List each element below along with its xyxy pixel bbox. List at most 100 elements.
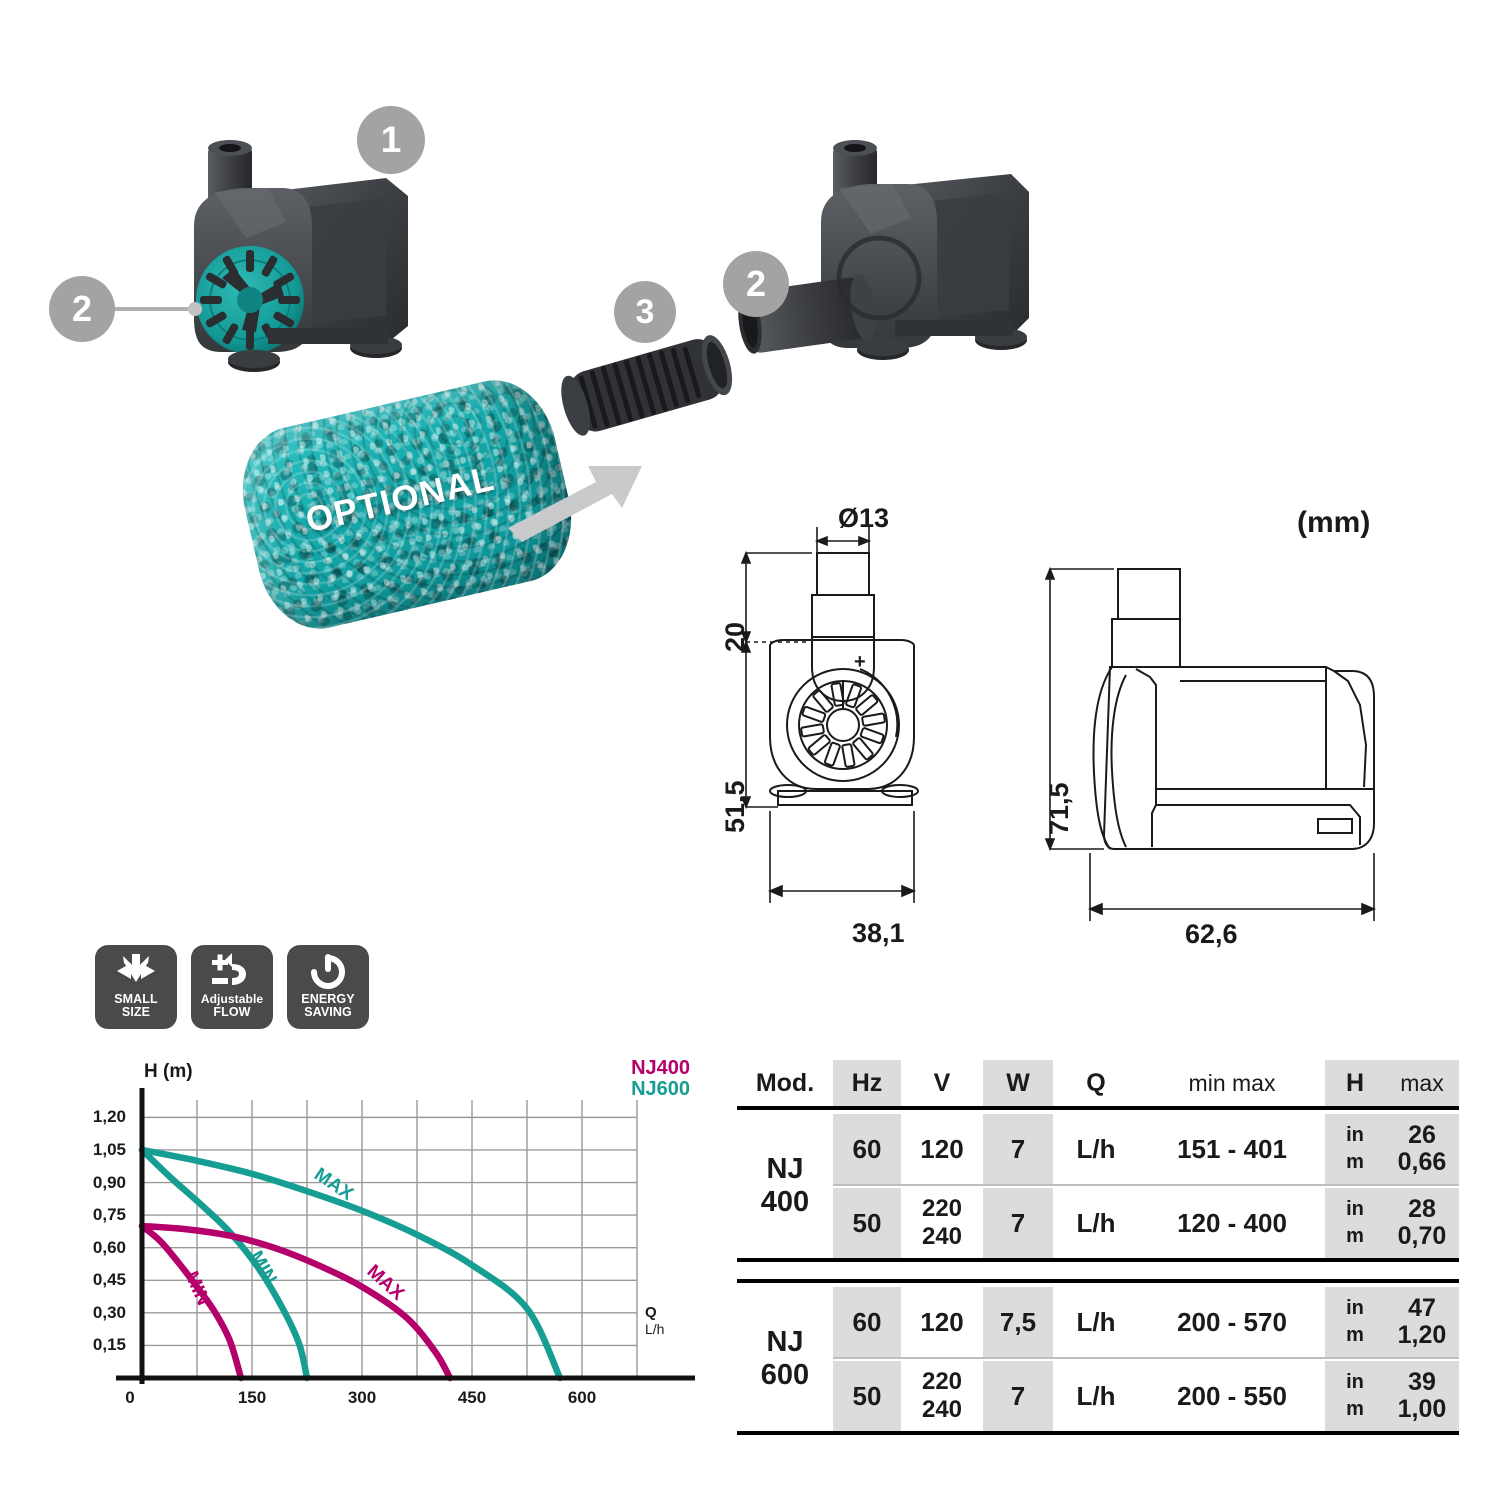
cell-hz: 60 [833,1287,901,1358]
cell-w: 7 [983,1361,1053,1433]
table-rule-header [737,1106,1459,1114]
cell-q: L/h [1076,1380,1116,1411]
model-nj600-line1: NJ [766,1326,804,1358]
chart-y-tick: 0,75 [92,1205,126,1225]
svg-text:+: + [854,651,866,673]
cell-h-values: 26 0,66 [1385,1114,1459,1185]
h-unit-m: m [1346,1151,1364,1173]
assembly-arrow-icon [508,466,642,542]
chart-x-axis-title: Q L/h [645,1304,665,1338]
h-val-in: 47 [1408,1294,1436,1322]
badge-small-size-line1: SMALL [114,992,158,1006]
cell-h-units: in m [1325,1361,1385,1433]
front-view-drawing: + [740,527,919,903]
dim-front-width: 38,1 [852,918,905,948]
callout-2-right: 2 [723,251,789,317]
model-nj400: NJ 400 [737,1114,833,1260]
h-val-m: 1,00 [1397,1395,1447,1423]
cell-v: 120 [920,1306,964,1337]
chart-x-tick: 300 [347,1388,377,1407]
cell-h-values: 28 0,70 [1385,1188,1459,1260]
chart-x-tick: 450 [457,1388,487,1407]
cell-h-units: in m [1325,1114,1385,1185]
v-220: 220 [921,1195,963,1222]
badge-energy-saving-line2: SAVING [304,1004,352,1019]
th-w: W [983,1060,1053,1108]
h-unit-in: in [1346,1371,1364,1393]
adjustable-flow-icon [208,951,256,993]
cell-q: L/h [1076,1207,1116,1238]
badge-adjustable-flow-line2: FLOW [213,1004,251,1019]
callout-3: 3 [614,281,676,343]
badge-adjustable-flow-line1: Adjustable [200,992,264,1006]
cell-range: 200 - 570 [1177,1306,1287,1337]
callout-3-label: 3 [635,292,655,331]
pump-photo-right [738,140,1029,360]
small-size-icon [113,951,159,993]
chart-legend: NJ400 NJ600 [631,1058,690,1100]
th-max: max [1385,1060,1459,1108]
model-nj600-line2: 600 [760,1359,810,1391]
legend-nj600: NJ600 [631,1078,690,1100]
table-row: NJ 600 60 120 7,5 L/h 200 - 570 in m 47 … [737,1287,1459,1391]
cell-v: 120 [920,1133,964,1164]
energy-saving-icon [308,951,348,993]
chart-y-tick: 0,90 [92,1172,126,1192]
cell-w: 7 [983,1114,1053,1185]
table-rule-bottom [737,1431,1459,1439]
dim-diameter: Ø13 [838,503,890,533]
chart-x-axis-symbol: Q [645,1304,657,1321]
callout-2-left-label: 2 [71,288,93,329]
table-gap [737,1266,1459,1281]
chart-y-tick: 1,20 [92,1107,126,1127]
callout-2-leader-dot [188,302,202,316]
h-unit-m: m [1346,1398,1364,1420]
badge-small-size[interactable]: SMALL SIZE [95,945,177,1029]
th-v: V [933,1068,951,1097]
callout-1-label: 1 [380,119,402,160]
spec-table: Mod. Hz V W Q min max H max NJ 400 60 12… [737,1060,1459,1439]
v-220: 220 [921,1368,963,1395]
prefilter-photo [561,335,733,436]
model-nj600: NJ 600 [737,1287,833,1433]
h-val-m: 0,70 [1397,1222,1447,1250]
table-row: 50 220 240 7 L/h 200 - 550 in m 39 1,00 [737,1361,1459,1433]
table-rule-inner2 [833,1357,1459,1361]
chart-x-tick: 0 [125,1388,135,1407]
chart-x-axis-unit: L/h [645,1321,665,1337]
h-val-in: 28 [1408,1195,1436,1223]
units-label: (mm) [1297,506,1371,539]
cell-hz: 50 [833,1361,901,1433]
badge-adjustable-flow[interactable]: Adjustable FLOW [191,945,273,1029]
h-unit-in: in [1346,1297,1364,1319]
callout-2-right-label: 2 [745,263,767,304]
table-rule-inner [833,1184,1459,1188]
th-minmax: min max [1188,1069,1276,1096]
th-h: H [1325,1060,1385,1108]
model-nj400-line2: 400 [760,1186,810,1218]
h-val-in: 39 [1408,1368,1436,1396]
h-val-in: 26 [1408,1121,1436,1149]
chart-x-tick: 600 [567,1388,597,1407]
h-unit-m: m [1346,1225,1364,1247]
badge-energy-saving[interactable]: ENERGY SAVING [287,945,369,1029]
cell-w: 7 [983,1188,1053,1260]
chart-y-tick: 1,05 [92,1139,126,1159]
chart-y-tick: 0,15 [92,1335,126,1355]
table-rule-group [737,1258,1459,1266]
badge-energy-saving-line1: ENERGY [301,992,355,1006]
cell-range: 200 - 550 [1177,1380,1287,1411]
cell-h-values: 39 1,00 [1385,1361,1459,1433]
h-unit-in: in [1346,1198,1364,1220]
h-unit-in: in [1346,1124,1364,1146]
cell-v: 220 240 [901,1361,983,1433]
chart-x-tick: 150 [237,1388,267,1407]
cell-range: 120 - 400 [1177,1207,1287,1238]
model-nj400-line1: NJ [766,1153,804,1185]
table-row: 50 220 240 7 L/h 120 - 400 in m 28 0,70 [737,1188,1459,1260]
cell-q: L/h [1076,1133,1116,1164]
v-240: 240 [921,1223,963,1250]
chart-y-tick: 0,45 [92,1270,126,1290]
